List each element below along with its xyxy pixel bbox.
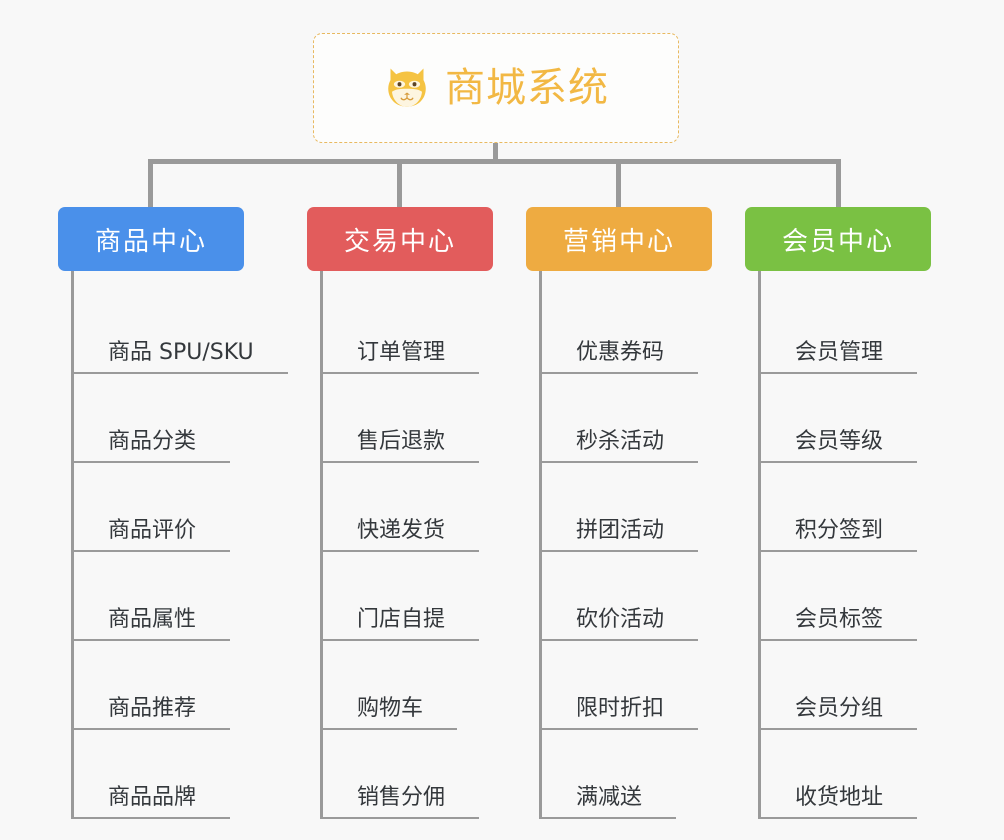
- leaf-item[interactable]: 商品属性: [74, 552, 244, 641]
- leaf-item[interactable]: 砍价活动: [542, 552, 712, 641]
- leaf-item[interactable]: 积分签到: [761, 463, 931, 552]
- leaf-item[interactable]: 售后退款: [323, 374, 493, 463]
- leaf-item[interactable]: 订单管理: [323, 285, 493, 374]
- connector-drop-4: [836, 159, 841, 209]
- leaf-item[interactable]: 商品品牌: [74, 730, 244, 819]
- connector-drop-2: [397, 159, 402, 209]
- leaf-label: 购物车: [323, 696, 458, 730]
- branch-trade-center: 交易中心 订单管理 售后退款 快递发货 门店自提 购物车 销售分佣: [307, 207, 493, 819]
- leaf-label: 商品推荐: [74, 696, 231, 730]
- branch-header-product-center[interactable]: 商品中心: [58, 207, 244, 271]
- root-title: 商城系统: [445, 65, 609, 111]
- leaf-label: 快递发货: [323, 518, 480, 552]
- leaf-item[interactable]: 满减送: [542, 730, 712, 819]
- branch-body-marketing-center: 优惠券码 秒杀活动 拼团活动 砍价活动 限时折扣 满减送: [539, 271, 712, 819]
- leaf-label: 积分签到: [761, 518, 918, 552]
- branch-header-member-center[interactable]: 会员中心: [745, 207, 931, 271]
- leaf-item[interactable]: 会员分组: [761, 641, 931, 730]
- connector-stem: [493, 143, 498, 163]
- branch-member-center: 会员中心 会员管理 会员等级 积分签到 会员标签 会员分组 收货地址: [745, 207, 931, 819]
- leaf-label: 会员分组: [761, 696, 918, 730]
- leaf-item[interactable]: 商品分类: [74, 374, 244, 463]
- branch-body-trade-center: 订单管理 售后退款 快递发货 门店自提 购物车 销售分佣: [320, 271, 493, 819]
- leaf-item[interactable]: 商品推荐: [74, 641, 244, 730]
- branch-product-center: 商品中心 商品 SPU/SKU 商品分类 商品评价 商品属性 商品推荐 商品品牌: [58, 207, 288, 819]
- leaf-label: 销售分佣: [323, 785, 480, 819]
- leaf-item[interactable]: 拼团活动: [542, 463, 712, 552]
- leaf-label: 满减送: [542, 785, 677, 819]
- leaf-label: 售后退款: [323, 429, 480, 463]
- root-node[interactable]: 商城系统: [313, 33, 679, 143]
- leaf-label: 会员管理: [761, 340, 918, 374]
- branch-header-label: 商品中心: [94, 226, 207, 257]
- connector-bar: [148, 159, 841, 164]
- branch-header-trade-center[interactable]: 交易中心: [307, 207, 493, 271]
- branch-header-label: 会员中心: [781, 226, 894, 257]
- leaf-label: 商品品牌: [74, 785, 231, 819]
- leaf-item[interactable]: 收货地址: [761, 730, 931, 819]
- leaf-item[interactable]: 门店自提: [323, 552, 493, 641]
- leaf-label: 收货地址: [761, 785, 918, 819]
- leaf-item[interactable]: 快递发货: [323, 463, 493, 552]
- leaf-label: 限时折扣: [542, 696, 699, 730]
- branch-header-label: 交易中心: [343, 226, 456, 257]
- leaf-label: 商品评价: [74, 518, 231, 552]
- connector-drop-1: [148, 159, 153, 209]
- leaf-label: 商品分类: [74, 429, 231, 463]
- connector-drop-3: [616, 159, 621, 209]
- leaf-item[interactable]: 购物车: [323, 641, 493, 730]
- branch-body-member-center: 会员管理 会员等级 积分签到 会员标签 会员分组 收货地址: [758, 271, 931, 819]
- leaf-label: 拼团活动: [542, 518, 699, 552]
- branch-header-label: 营销中心: [562, 226, 675, 257]
- shiba-dog-face-icon: [388, 68, 426, 107]
- leaf-label: 砍价活动: [542, 607, 699, 641]
- leaf-item[interactable]: 会员等级: [761, 374, 931, 463]
- branch-body-product-center: 商品 SPU/SKU 商品分类 商品评价 商品属性 商品推荐 商品品牌: [71, 271, 288, 819]
- leaf-label: 门店自提: [323, 607, 480, 641]
- leaf-item[interactable]: 商品评价: [74, 463, 244, 552]
- leaf-item[interactable]: 限时折扣: [542, 641, 712, 730]
- leaf-label: 商品 SPU/SKU: [74, 340, 288, 374]
- leaf-item[interactable]: 会员标签: [761, 552, 931, 641]
- branch-header-marketing-center[interactable]: 营销中心: [526, 207, 712, 271]
- leaf-item[interactable]: 会员管理: [761, 285, 931, 374]
- leaf-item[interactable]: 秒杀活动: [542, 374, 712, 463]
- leaf-label: 订单管理: [323, 340, 480, 374]
- branch-marketing-center: 营销中心 优惠券码 秒杀活动 拼团活动 砍价活动 限时折扣 满减送: [526, 207, 712, 819]
- leaf-label: 商品属性: [74, 607, 231, 641]
- leaf-label: 优惠券码: [542, 340, 699, 374]
- leaf-label: 会员等级: [761, 429, 918, 463]
- leaf-label: 秒杀活动: [542, 429, 699, 463]
- leaf-item[interactable]: 销售分佣: [323, 730, 493, 819]
- leaf-label: 会员标签: [761, 607, 918, 641]
- leaf-item[interactable]: 优惠券码: [542, 285, 712, 374]
- leaf-item[interactable]: 商品 SPU/SKU: [74, 285, 288, 374]
